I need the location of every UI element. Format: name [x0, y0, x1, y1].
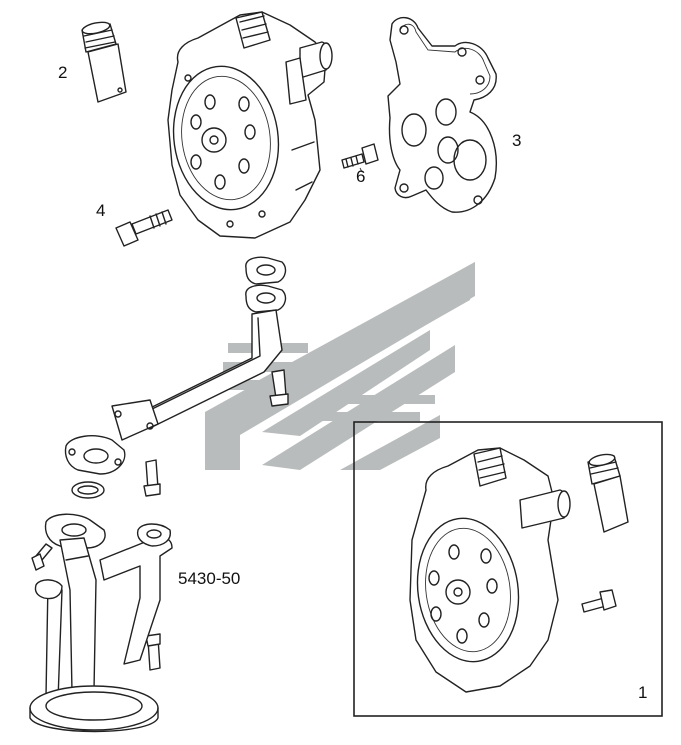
part-3-gasket — [387, 17, 497, 213]
leader-line-6 — [359, 167, 363, 173]
oil-pipe — [64, 256, 287, 499]
callout-2: 2 — [58, 63, 68, 82]
inset-frame-part-1 — [353, 421, 663, 717]
pipe-bolts — [31, 369, 289, 671]
pump-housing-main — [167, 11, 333, 239]
part-4-bolt — [115, 209, 173, 247]
suction-pipe-assembly — [29, 513, 173, 733]
part-2-sleeve — [81, 21, 127, 103]
part-6-bolt — [341, 143, 379, 169]
callout-6: 6 — [356, 167, 366, 186]
callout-assembly: 5430-50 — [178, 569, 241, 588]
callout-3: 3 — [512, 131, 522, 150]
callout-1: 1 — [638, 683, 648, 702]
callout-4: 4 — [96, 201, 106, 220]
